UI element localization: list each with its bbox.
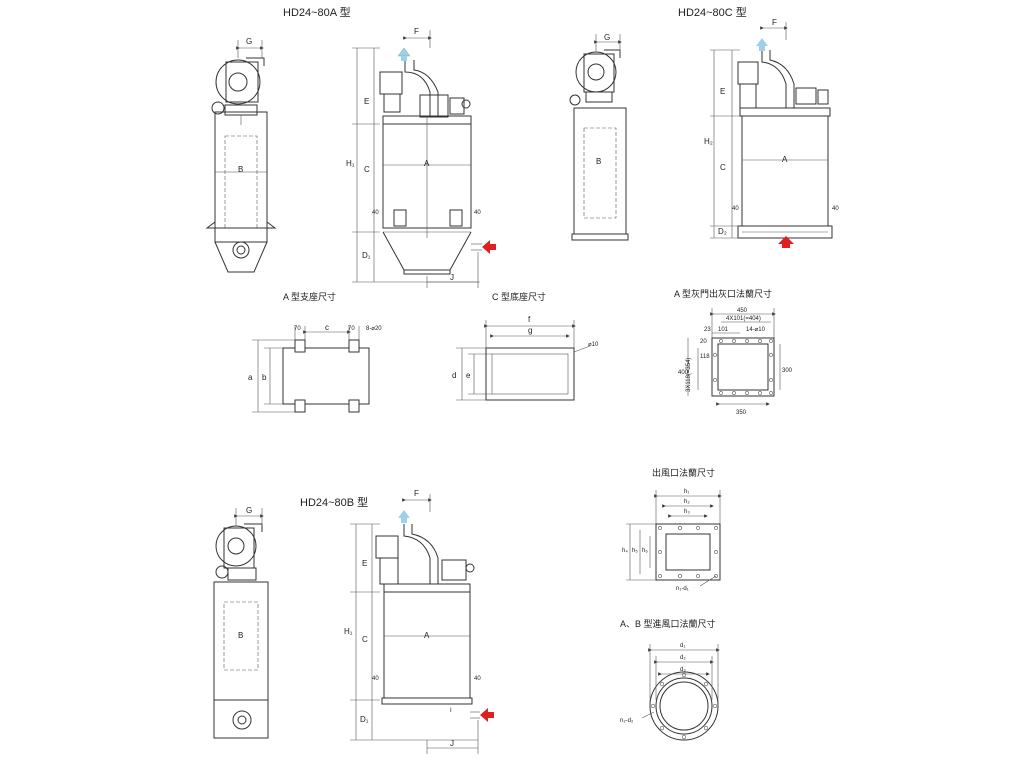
- dim-f-a: F: [414, 27, 419, 36]
- dim-f-b: F: [414, 489, 419, 498]
- hd-a-front-view: [352, 30, 496, 288]
- dim-e-base: e: [466, 371, 471, 380]
- dim-400: 400: [678, 370, 689, 376]
- dim-23: 23: [704, 327, 711, 333]
- hd-a-side-view: [205, 40, 277, 273]
- dim-d3-inlet: d₃: [680, 667, 686, 673]
- inlet-bolt-holes: [650, 672, 718, 740]
- label-a-c: A: [782, 155, 788, 164]
- dim-d1-inlet: d₁: [680, 643, 685, 649]
- dim-c-support: c: [325, 323, 329, 332]
- label-b-b: B: [238, 631, 243, 640]
- dim-40-left-a: 40: [372, 210, 379, 216]
- dim-h6-flange: h₆: [642, 548, 648, 554]
- dim-70-left: 70: [294, 326, 301, 332]
- dim-450: 450: [737, 308, 748, 314]
- dim-h1-a: H₁: [346, 159, 355, 168]
- hd-b-side-view: [213, 508, 269, 739]
- dim-n2d2: n₂-d₂: [620, 718, 634, 724]
- a-ash-flange-drawing: [687, 308, 781, 406]
- dim-4x101: 4X101(=404): [726, 316, 761, 322]
- dim-d1-b: D₁: [360, 715, 369, 724]
- dim-a-support: a: [248, 373, 253, 382]
- dim-d2-c: D₂: [718, 227, 727, 236]
- dim-d-base: d: [452, 371, 456, 380]
- hd-c-front-view: [710, 22, 833, 248]
- ab-inlet-flange-drawing: [641, 644, 720, 741]
- dim-i-b: I: [450, 708, 452, 714]
- dim-350: 350: [736, 410, 747, 416]
- dim-118: 118: [700, 354, 710, 360]
- dim-j-a: J: [450, 273, 454, 282]
- dim-holes-14-10: 14-⌀10: [746, 327, 766, 333]
- dim-40-left-c: 40: [732, 206, 739, 212]
- dim-40-left-b: 40: [372, 676, 379, 682]
- label-a-b: A: [424, 631, 430, 640]
- dim-e-c: E: [720, 87, 725, 96]
- title-a-ash-flange: A 型灰門出灰口法蘭尺寸: [674, 288, 772, 299]
- outlet-flange-drawing: [626, 490, 722, 587]
- dim-20: 20: [700, 339, 707, 345]
- dim-n1d1: n₁-d₁: [676, 586, 689, 592]
- dim-b-support: b: [262, 373, 267, 382]
- dim-40-right-c: 40: [832, 206, 839, 212]
- dim-holes-20: 8-⌀20: [366, 326, 382, 332]
- dim-j-b: J: [450, 739, 454, 748]
- dim-40-right-b: 40: [474, 676, 481, 682]
- label-b-c: B: [596, 157, 601, 166]
- title-a-support: A 型支座尺寸: [283, 291, 336, 302]
- dim-c-a: C: [364, 165, 370, 174]
- dim-d1-a: D₁: [362, 251, 371, 260]
- dim-h3-flange: h₃: [684, 509, 690, 515]
- title-hd-c: HD24~80C 型: [678, 5, 747, 19]
- dim-e-a: E: [364, 97, 369, 106]
- dim-g-c: G: [604, 33, 610, 42]
- dim-f-base: f: [528, 315, 531, 324]
- dim-h2-flange: h₂: [684, 499, 690, 505]
- flange-bolt-holes: [713, 339, 773, 395]
- dim-h1-b: H₁: [344, 627, 353, 636]
- dim-hole-10: ⌀10: [588, 342, 599, 348]
- dim-h2-c: H₂: [704, 137, 713, 146]
- dim-c-b: C: [362, 635, 368, 644]
- label-a-a: A: [424, 159, 430, 168]
- dim-h5-flange: h₅: [632, 548, 638, 554]
- title-ab-inlet-flange: A、B 型進風口法蘭尺寸: [620, 618, 716, 629]
- dim-g-b: G: [246, 506, 252, 515]
- dim-c-c: C: [720, 163, 726, 172]
- hd-b-front-view: [350, 494, 494, 754]
- title-hd-b: HD24~80B 型: [300, 495, 368, 509]
- dim-h4-flange: h₄: [622, 548, 628, 554]
- dim-e-b: E: [362, 559, 367, 568]
- dim-g-base: g: [528, 326, 532, 335]
- c-base-drawing: [456, 320, 591, 401]
- dim-d2-inlet: d₂: [680, 655, 686, 661]
- dim-300: 300: [782, 368, 793, 374]
- dim-g-a: G: [246, 37, 252, 46]
- dim-3x118: 3X118(=354): [686, 358, 692, 392]
- dim-h1-flange: h₁: [684, 489, 689, 495]
- dim-40-right-a: 40: [474, 210, 481, 216]
- title-c-base: C 型底座尺寸: [492, 291, 546, 302]
- dim-101: 101: [718, 327, 729, 333]
- dim-f-c: F: [772, 18, 777, 27]
- title-hd-a: HD24~80A 型: [283, 5, 351, 19]
- dim-70-right: 70: [348, 326, 355, 332]
- title-outlet-flange: 出風口法蘭尺寸: [652, 467, 715, 478]
- hd-c-side-view: [569, 34, 629, 241]
- a-support-drawing: [252, 326, 370, 413]
- label-b-a: B: [238, 165, 243, 174]
